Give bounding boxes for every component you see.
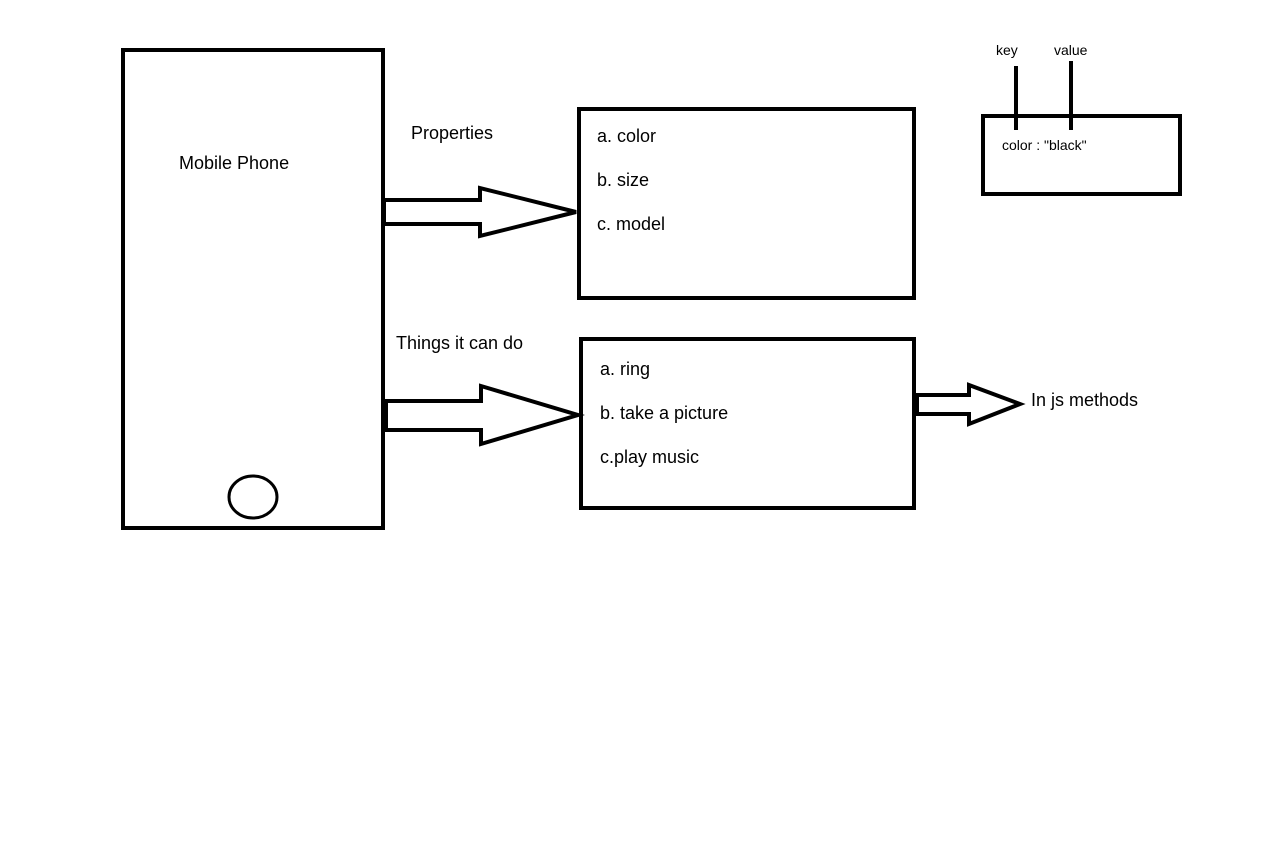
key-label: key [996,42,1018,58]
property-item: b. size [597,170,650,190]
phone-label: Mobile Phone [179,153,290,173]
key-value-box [981,114,1182,196]
arrow-phone-to-properties [382,185,577,239]
properties-heading: Properties [411,123,494,143]
key-value-pair: color : "black" [1002,137,1087,153]
action-item: a. ring [600,359,651,379]
arrow-actions-to-methods [915,382,1026,427]
methods-note: In js methods [1031,390,1139,410]
property-item: a. color [597,126,657,146]
value-label: value [1054,42,1088,58]
actions-heading: Things it can do [396,333,524,353]
arrow-phone-to-actions [384,383,585,447]
phone-box [121,48,385,530]
action-item: b. take a picture [600,403,729,423]
actions-box [579,337,916,510]
property-item: c. model [597,214,666,234]
action-item: c.play music [600,447,700,467]
properties-box [577,107,916,300]
phone-home-button [227,474,279,520]
